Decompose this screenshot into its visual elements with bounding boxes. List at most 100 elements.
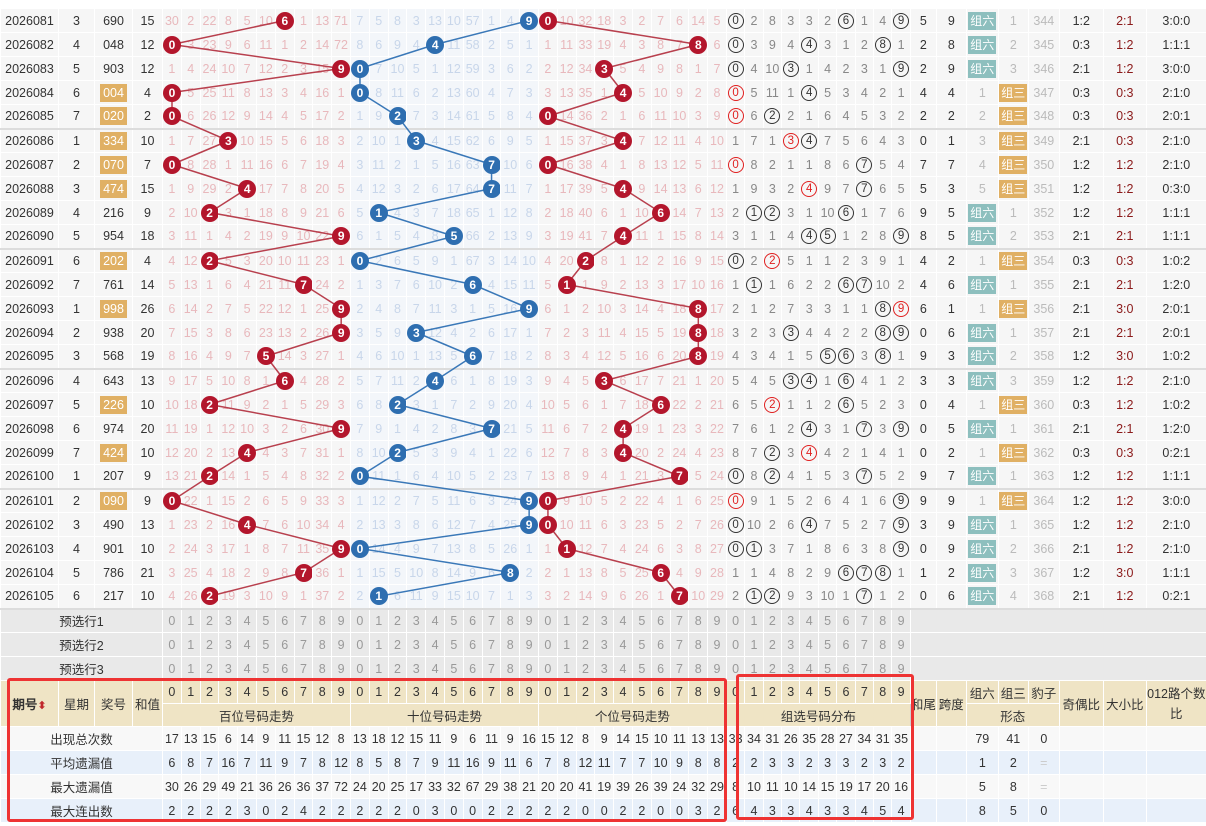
preselect-digit[interactable]: 6 bbox=[836, 607, 856, 633]
preselect-digit[interactable]: 9 bbox=[331, 607, 351, 633]
preselect-digit[interactable]: 0 bbox=[725, 607, 746, 633]
preselect-digit[interactable]: 8 bbox=[873, 656, 893, 681]
preselect-digit[interactable]: 7 bbox=[669, 632, 690, 657]
preselect-digit[interactable]: 0 bbox=[725, 632, 746, 657]
preselect-digit[interactable]: 8 bbox=[500, 656, 521, 681]
preselect-digit[interactable]: 9 bbox=[331, 656, 351, 681]
preselect-digit[interactable]: 2 bbox=[762, 632, 783, 657]
preselect-digit[interactable]: 8 bbox=[873, 607, 893, 633]
preselect-digit[interactable]: 0 bbox=[349, 632, 370, 657]
preselect-digit[interactable]: 0 bbox=[349, 607, 370, 633]
preselect-digit[interactable]: 5 bbox=[631, 632, 652, 657]
preselect-digit[interactable]: 6 bbox=[650, 656, 671, 681]
preselect-digit[interactable]: 3 bbox=[406, 656, 427, 681]
preselect-digit[interactable]: 0 bbox=[725, 656, 746, 681]
preselect-digit[interactable]: 3 bbox=[594, 656, 615, 681]
preselect-digit[interactable]: 2 bbox=[387, 632, 408, 657]
preselect-digit[interactable]: 7 bbox=[854, 607, 875, 633]
preselect-digit[interactable]: 5 bbox=[631, 607, 652, 633]
preselect-digit[interactable]: 7 bbox=[293, 607, 314, 633]
preselect-digit[interactable]: 9 bbox=[519, 656, 539, 681]
preselect-digit[interactable]: 3 bbox=[594, 632, 615, 657]
preselect-digit[interactable]: 0 bbox=[537, 632, 558, 657]
preselect-digit[interactable]: 6 bbox=[274, 632, 295, 657]
preselect-digit[interactable]: 4 bbox=[237, 607, 257, 633]
preselect-digit[interactable]: 6 bbox=[462, 656, 483, 681]
preselect-digit[interactable]: 0 bbox=[162, 607, 182, 633]
preselect-digit[interactable]: 2 bbox=[199, 607, 220, 633]
preselect-digit[interactable]: 9 bbox=[519, 607, 539, 633]
preselect-digit[interactable]: 4 bbox=[425, 632, 445, 657]
preselect-digit[interactable]: 4 bbox=[425, 607, 445, 633]
preselect-digit[interactable]: 8 bbox=[688, 656, 709, 681]
preselect-digit[interactable]: 0 bbox=[537, 656, 558, 681]
preselect-digit[interactable]: 7 bbox=[481, 632, 502, 657]
preselect-digit[interactable]: 0 bbox=[537, 607, 558, 633]
preselect-digit[interactable]: 8 bbox=[312, 607, 333, 633]
preselect-digit[interactable]: 5 bbox=[817, 632, 838, 657]
preselect-digit[interactable]: 8 bbox=[312, 632, 333, 657]
preselect-digit[interactable]: 5 bbox=[255, 632, 276, 657]
preselect-digit[interactable]: 9 bbox=[331, 632, 351, 657]
preselect-digit[interactable]: 4 bbox=[613, 607, 633, 633]
preselect-digit[interactable]: 7 bbox=[481, 607, 502, 633]
preselect-digit[interactable]: 7 bbox=[669, 656, 690, 681]
preselect-digit[interactable]: 2 bbox=[387, 607, 408, 633]
preselect-digit[interactable]: 4 bbox=[799, 607, 819, 633]
preselect-digit[interactable]: 7 bbox=[854, 656, 875, 681]
preselect-digit[interactable]: 5 bbox=[817, 607, 838, 633]
preselect-digit[interactable]: 1 bbox=[556, 656, 577, 681]
preselect-digit[interactable]: 9 bbox=[707, 632, 727, 657]
preselect-digit[interactable]: 3 bbox=[781, 632, 801, 657]
preselect-digit[interactable]: 7 bbox=[293, 656, 314, 681]
preselect-digit[interactable]: 3 bbox=[218, 607, 239, 633]
preselect-digit[interactable]: 3 bbox=[781, 656, 801, 681]
preselect-digit[interactable]: 6 bbox=[274, 656, 295, 681]
preselect-digit[interactable]: 4 bbox=[237, 656, 257, 681]
preselect-digit[interactable]: 1 bbox=[556, 632, 577, 657]
preselect-digit[interactable]: 2 bbox=[575, 656, 596, 681]
preselect-digit[interactable]: 3 bbox=[218, 656, 239, 681]
preselect-digit[interactable]: 1 bbox=[180, 656, 201, 681]
preselect-digit[interactable]: 1 bbox=[180, 632, 201, 657]
preselect-digit[interactable]: 8 bbox=[688, 607, 709, 633]
preselect-digit[interactable]: 2 bbox=[199, 656, 220, 681]
preselect-digit[interactable]: 8 bbox=[873, 632, 893, 657]
preselect-digit[interactable]: 9 bbox=[519, 632, 539, 657]
preselect-digit[interactable]: 7 bbox=[669, 607, 690, 633]
preselect-digit[interactable]: 8 bbox=[688, 632, 709, 657]
preselect-digit[interactable]: 2 bbox=[762, 607, 783, 633]
preselect-digit[interactable]: 6 bbox=[836, 656, 856, 681]
preselect-digit[interactable]: 0 bbox=[349, 656, 370, 681]
preselect-digit[interactable]: 6 bbox=[650, 607, 671, 633]
preselect-digit[interactable]: 4 bbox=[613, 632, 633, 657]
preselect-digit[interactable]: 1 bbox=[744, 632, 764, 657]
preselect-digit[interactable]: 6 bbox=[274, 607, 295, 633]
preselect-digit[interactable]: 0 bbox=[162, 632, 182, 657]
preselect-digit[interactable]: 8 bbox=[312, 656, 333, 681]
preselect-digit[interactable]: 9 bbox=[707, 656, 727, 681]
preselect-digit[interactable]: 1 bbox=[368, 632, 389, 657]
preselect-digit[interactable]: 4 bbox=[799, 656, 819, 681]
preselect-digit[interactable]: 9 bbox=[891, 656, 911, 681]
preselect-digit[interactable]: 5 bbox=[631, 656, 652, 681]
preselect-digit[interactable]: 6 bbox=[836, 632, 856, 657]
preselect-digit[interactable]: 1 bbox=[368, 607, 389, 633]
preselect-digit[interactable]: 4 bbox=[425, 656, 445, 681]
preselect-digit[interactable]: 7 bbox=[854, 632, 875, 657]
preselect-digit[interactable]: 4 bbox=[799, 632, 819, 657]
preselect-digit[interactable]: 5 bbox=[443, 607, 464, 633]
preselect-digit[interactable]: 7 bbox=[293, 632, 314, 657]
preselect-digit[interactable]: 3 bbox=[781, 607, 801, 633]
preselect-digit[interactable]: 4 bbox=[613, 656, 633, 681]
preselect-digit[interactable]: 3 bbox=[218, 632, 239, 657]
sort-icon[interactable]: ⬍ bbox=[37, 700, 47, 712]
preselect-digit[interactable]: 6 bbox=[650, 632, 671, 657]
preselect-digit[interactable]: 6 bbox=[462, 607, 483, 633]
preselect-digit[interactable]: 1 bbox=[744, 607, 764, 633]
preselect-digit[interactable]: 8 bbox=[500, 632, 521, 657]
preselect-digit[interactable]: 7 bbox=[481, 656, 502, 681]
preselect-digit[interactable]: 3 bbox=[406, 607, 427, 633]
preselect-digit[interactable]: 2 bbox=[575, 607, 596, 633]
preselect-digit[interactable]: 2 bbox=[575, 632, 596, 657]
